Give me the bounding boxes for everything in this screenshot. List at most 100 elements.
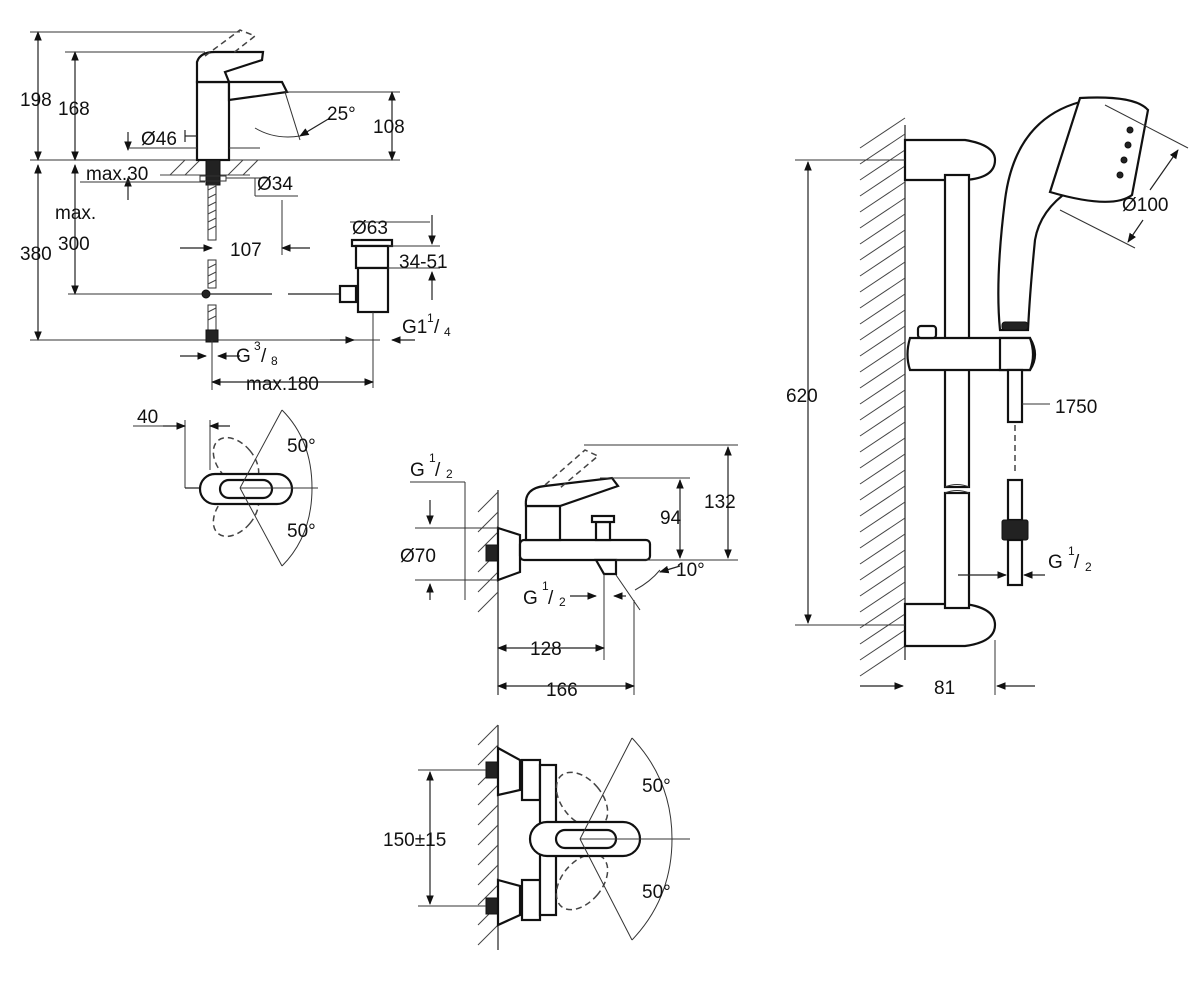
bath-body [518,538,652,562]
bath-angle-arc [631,737,673,941]
label-bath-inlet-thread: G 1 / 2 [410,451,453,481]
label-168: 168 [58,99,90,120]
bath-top-inlet-lower [485,897,499,915]
label-d46: Ø46 [141,129,177,150]
rail-bracket-bottom [903,602,997,648]
label-128: 128 [530,639,562,660]
label-max30: max.30 [86,164,148,185]
label-supply-thread: G 3 / 8 [236,339,278,368]
label-34-51: 34-51 [399,252,448,273]
svg-text:G: G [1048,552,1063,573]
hose-nut [1001,519,1029,541]
svg-text:/: / [548,588,554,609]
svg-text:/: / [434,317,440,338]
label-max180: max.180 [246,374,319,395]
label-max: max. [55,203,96,224]
rail-bracket-top [903,138,997,182]
svg-text:G: G [523,588,538,609]
label-d34: Ø34 [257,174,293,195]
bath-lever [524,476,620,508]
svg-text:1: 1 [427,311,434,325]
svg-text:G: G [410,460,425,481]
bath-spout [594,558,618,576]
shower-rail-set: 620 Ø100 1750 G 1 / 2 81 [786,96,1189,699]
spout-angle-arc [254,127,301,138]
label-40: 40 [137,407,158,428]
label-bath-outlet-thread: G 1 / 2 [523,579,566,609]
svg-text:/: / [1074,552,1080,573]
basin-angle-arc [281,409,313,567]
shower-rail-lower [943,491,971,610]
basin-tap-spout [227,80,289,102]
svg-text:1: 1 [542,579,549,593]
bath-top-eccentric-upper [520,758,542,802]
label-25deg: 25° [327,104,356,125]
basin-tap-lever [195,50,265,84]
svg-text:8: 8 [271,354,278,368]
label-1750: 1750 [1055,397,1097,418]
bath-top-eccentric-lower [520,878,542,922]
waste-body [356,266,390,314]
label-hose-thread: G 1 / 2 [1048,544,1092,574]
basin-mixer-top-view: 50° 50° 40 [133,407,318,567]
svg-text:/: / [261,346,267,367]
label-81: 81 [934,678,955,699]
svg-text:1: 1 [429,451,436,465]
bath-lever-ghost [544,449,600,489]
supply-hose-upper [207,184,217,241]
shower-hose-lower [1006,478,1024,522]
label-d63: Ø63 [352,218,388,239]
basin-lever-raised-ghost [204,29,257,57]
label-132: 132 [704,492,736,513]
bath-cartridge [524,504,562,542]
label-bath-50-down: 50° [642,882,671,903]
label-108: 108 [373,117,405,138]
basin-mixer-side-view: 198 168 25° 108 Ø46 max.30 Ø34 max. 380 … [20,29,451,395]
label-380: 380 [20,244,52,265]
svg-text:4: 4 [444,325,451,339]
label-620: 620 [786,386,818,407]
hose-connection [1001,321,1029,331]
svg-text:G: G [236,346,251,367]
svg-text:2: 2 [446,467,453,481]
basin-tap-body [195,80,231,162]
label-top-50-up: 50° [287,436,316,457]
label-top-50-down: 50° [287,521,316,542]
label-10deg: 10° [676,560,705,581]
waste-body-top [354,244,390,270]
bath-mixer-side-view: G 1 / 2 Ø70 G 1 / 2 94 132 10° 128 166 [400,444,738,701]
bath-inlet [485,544,499,562]
shower-rail-upper [943,173,971,489]
label-300: 300 [58,234,90,255]
shower-wall-hatch [859,117,906,677]
bath-lever-ghost-down [555,853,609,911]
bath-escutcheon [496,526,522,582]
bath-top-inlet-upper [485,761,499,779]
svg-text:G1: G1 [402,317,427,338]
hand-shower-head [1048,96,1150,203]
svg-text:2: 2 [559,595,566,609]
svg-text:3: 3 [254,339,261,353]
label-94: 94 [660,508,682,529]
bath-top-wall-hatch [477,724,499,946]
deck-hatch [169,159,259,176]
hand-shower-holder [998,336,1035,372]
basin-lever-slot [218,478,274,500]
label-107: 107 [230,240,262,261]
spout-angle-line [284,91,301,141]
label-166: 166 [546,680,578,701]
svg-text:/: / [435,460,441,481]
diverter [594,520,612,542]
label-d70: Ø70 [400,546,436,567]
svg-text:2: 2 [1085,560,1092,574]
label-198: 198 [20,90,52,111]
shower-hose-upper [1006,368,1024,424]
bath-mixer-top-view: 150±15 50° 50° [383,724,690,950]
slider-button [916,324,938,340]
supply-hose-mid [207,259,217,289]
waste-rod-connector [338,284,358,304]
label-150-15: 150±15 [383,830,446,851]
svg-text:1: 1 [1068,544,1075,558]
label-waste-thread: G1 1 / 4 [402,311,451,339]
hose-tail [1006,538,1024,587]
